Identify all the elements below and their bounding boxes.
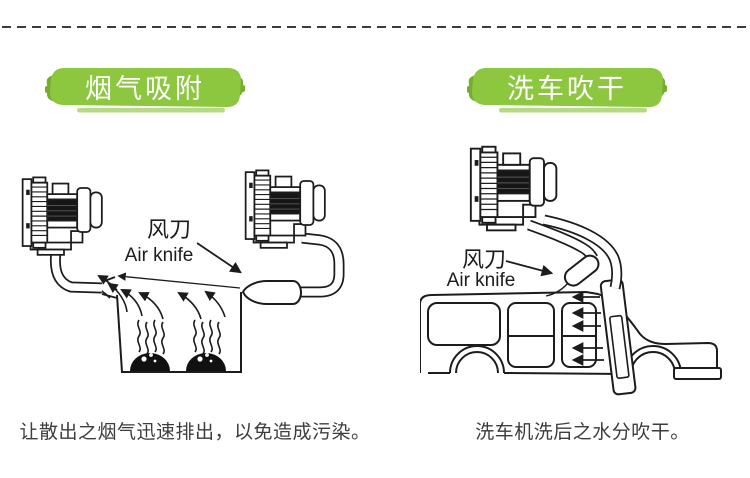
blower-pipe-right <box>296 232 345 298</box>
air-knife-label: 风刀 Air knife <box>125 217 242 274</box>
caption-text: 让散出之烟气迅速排出，以免造成污染。 <box>19 422 371 443</box>
air-knife-nozzle <box>241 280 303 305</box>
air-knife-label-cn: 风刀 <box>147 217 191 242</box>
banner-title: 烟气吸附 <box>85 73 205 104</box>
smoke-adsorption-diagram: 风刀 Air knife <box>21 169 345 373</box>
brush-stroke-icon <box>467 68 667 113</box>
car-windows <box>427 302 597 368</box>
dashed-divider <box>2 26 748 28</box>
heat-wave-lines <box>137 319 221 355</box>
air-knife-label-en: Air knife <box>447 270 516 291</box>
air-knife-label-cn: 风刀 <box>462 247 506 272</box>
smoke-tank <box>116 292 242 373</box>
air-knife-label-en: Air knife <box>125 245 194 266</box>
air-knife-label: 风刀 Air knife <box>447 247 554 291</box>
ring-blower-icon <box>469 145 558 232</box>
label-pointer-arrow <box>505 260 554 277</box>
air-jet-arrows <box>571 291 604 366</box>
banner-smoke-adsorption: 烟气吸附 <box>45 64 245 114</box>
heat-source-icon <box>130 353 226 371</box>
car-wash-drying-diagram: 风刀 Air knife <box>420 145 722 396</box>
banner-car-wash-drying: 洗车吹干 <box>467 64 667 114</box>
air-knife-nozzle <box>545 254 600 297</box>
air-knife-bar <box>599 278 637 396</box>
smoke-flow-arrows <box>89 272 241 320</box>
caption-text: 洗车机洗后之水分吹干。 <box>475 422 690 443</box>
label-pointer-arrow <box>196 242 242 274</box>
banner-title: 洗车吹干 <box>507 73 627 104</box>
car-outline <box>420 290 722 380</box>
brush-stroke-icon <box>45 68 245 113</box>
ring-blower-icon <box>21 176 103 256</box>
